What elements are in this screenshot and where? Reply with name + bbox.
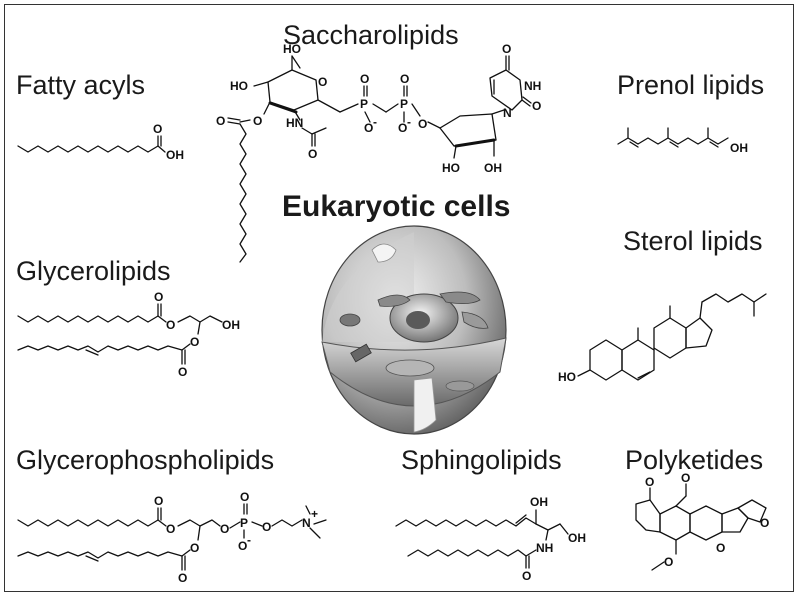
atom-minus-2: - [407, 115, 411, 129]
atom-o-pk-2: O [681, 471, 690, 485]
atom-o-gp-1: O [154, 494, 163, 508]
sterol-structure: HO [558, 293, 767, 384]
atom-plus: + [311, 507, 318, 521]
fatty-acid-structure: O OH [17, 122, 184, 162]
atom-n-uracil-1: N [503, 106, 512, 120]
atom-o-gl-1: O [154, 290, 163, 304]
atom-ho-sugar: HO [230, 79, 248, 93]
atom-p2: P [400, 97, 408, 111]
atom-oh: OH [166, 148, 184, 162]
atom-o-p1: O [360, 72, 369, 86]
label-sterol-lipids: Sterol lipids [623, 226, 763, 256]
atom-o-p2: O [400, 72, 409, 86]
atom-o-gl-4: O [178, 365, 187, 379]
label-sphingolipids: Sphingolipids [401, 445, 562, 475]
atom-o-pk-3: O [760, 516, 769, 530]
atom-o-pk-4: O [716, 541, 725, 555]
atom-oh-sph-2: OH [568, 531, 586, 545]
cell-illustration [321, 225, 507, 435]
label-glycerolipids: Glycerolipids [16, 256, 171, 286]
atom-oh-gl: OH [222, 318, 240, 332]
polyketide-structure: O O O O O [635, 471, 769, 571]
atom-o-gp-6: O [190, 541, 199, 555]
atom-nh-uracil: NH [524, 79, 541, 93]
atom-o-gl-3: O [190, 335, 199, 349]
sphingolipid-structure: OH OH NH O [395, 495, 586, 583]
atom-o-ester: O [253, 114, 262, 128]
atom-p1: P [360, 97, 368, 111]
atom-minus-1: - [373, 115, 377, 129]
atom-o-ring: O [318, 75, 327, 89]
diagram-title: Eukaryotic cells [282, 190, 511, 223]
atom-o-sph: O [522, 569, 531, 583]
atom-oh-ribose-1: HO [442, 161, 460, 175]
atom-ho-sterol: HO [558, 370, 576, 384]
atom-o-bridge: O [418, 117, 427, 131]
label-prenol-lipids: Prenol lipids [617, 70, 765, 100]
atom-oh-sugar: HO [283, 42, 301, 56]
atom-o-gp-5: O [262, 520, 271, 534]
diagram-frame [4, 4, 794, 592]
atom-o-gl-2: O [166, 318, 175, 332]
atom-oh-sph-1: OH [530, 495, 548, 509]
atom-o-gp-4: O [240, 490, 249, 504]
glycerolipid-structure: O O OH O O [17, 290, 240, 379]
label-glycerophospholipids: Glycerophospholipids [16, 445, 275, 475]
atom-o-minus-gp: O [238, 539, 247, 553]
atom-o-amide: O [308, 147, 317, 161]
atom-oh-prenol: OH [730, 141, 748, 155]
label-saccharolipids: Saccharolipids [283, 20, 459, 50]
atom-oh-ribose-2: OH [484, 161, 502, 175]
prenol-structure: OH [617, 127, 748, 155]
atom-o-minus-2: O [398, 121, 407, 135]
atom-o-pk-1: O [645, 475, 654, 489]
atom-o-gp-7: O [178, 571, 187, 585]
atom-o-gp-3: O [220, 522, 229, 536]
glycerophospholipid-structure: O O O P O O - O N + O [17, 490, 327, 585]
label-polyketides: Polyketides [625, 445, 764, 475]
atom-nh-sph: NH [536, 541, 553, 555]
atom-minus-gp: - [247, 533, 251, 547]
saccharolipid-structure: HO O HO O O HN O P O O - [216, 42, 541, 263]
atom-n-plus: N [302, 516, 311, 530]
atom-o-gp-2: O [166, 522, 175, 536]
atom-o-pk-5: O [664, 555, 673, 569]
atom-o-uracil-1: O [532, 99, 541, 113]
atom-o-minus-1: O [364, 121, 373, 135]
atom-o-carbonyl: O [216, 114, 225, 128]
atom-o-uracil-2: O [502, 42, 511, 56]
atom-p-gp: P [240, 516, 248, 530]
atom-o: O [153, 122, 162, 136]
atom-hn: HN [286, 116, 303, 130]
label-fatty-acyls: Fatty acyls [16, 70, 146, 100]
